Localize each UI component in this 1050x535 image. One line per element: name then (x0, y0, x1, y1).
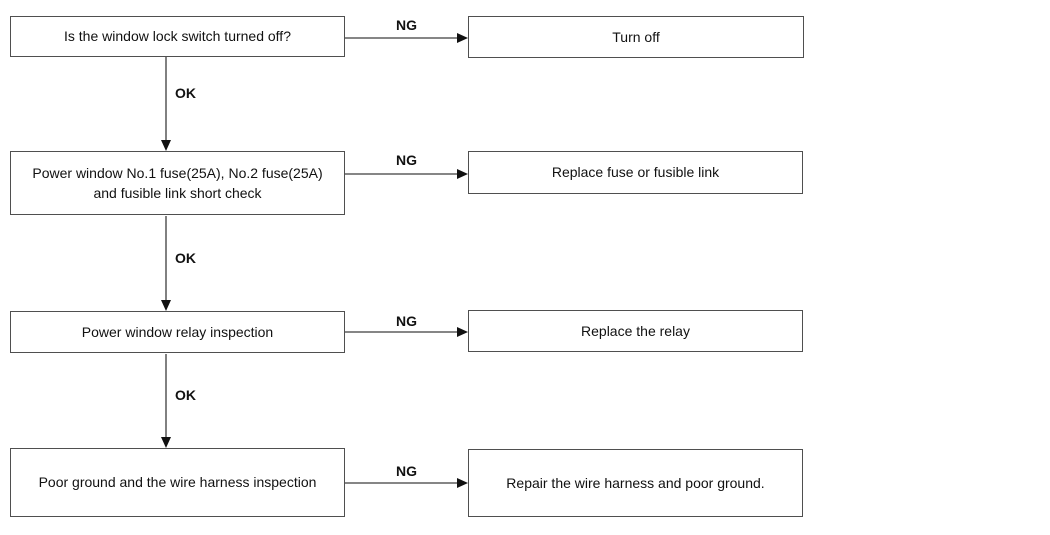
ok-arrow-1 (161, 57, 171, 151)
ok-arrow-3 (161, 354, 171, 448)
ng-label-3: NG (396, 313, 417, 329)
ok-label-1: OK (175, 85, 196, 101)
ng-arrow-1 (345, 33, 468, 43)
action-box-replace-fuse: Replace fuse or fusible link (468, 151, 803, 194)
ok-arrow-2 (161, 216, 171, 311)
action-box-replace-relay: Replace the relay (468, 310, 803, 352)
ng-label-1: NG (396, 17, 417, 33)
check-box-relay-inspection: Power window relay inspection (10, 311, 345, 353)
ng-arrow-4 (345, 478, 468, 488)
ng-arrow-2 (345, 169, 468, 179)
check-box-ground-harness-inspection: Poor ground and the wire harness inspect… (10, 448, 345, 517)
action-box-repair-harness: Repair the wire harness and poor ground. (468, 449, 803, 517)
action-box-turn-off: Turn off (468, 16, 804, 58)
check-box-window-lock-switch: Is the window lock switch turned off? (10, 16, 345, 57)
ok-label-3: OK (175, 387, 196, 403)
ok-label-2: OK (175, 250, 196, 266)
ng-label-2: NG (396, 152, 417, 168)
ng-label-4: NG (396, 463, 417, 479)
check-box-fuse-short-check: Power window No.1 fuse(25A), No.2 fuse(2… (10, 151, 345, 215)
